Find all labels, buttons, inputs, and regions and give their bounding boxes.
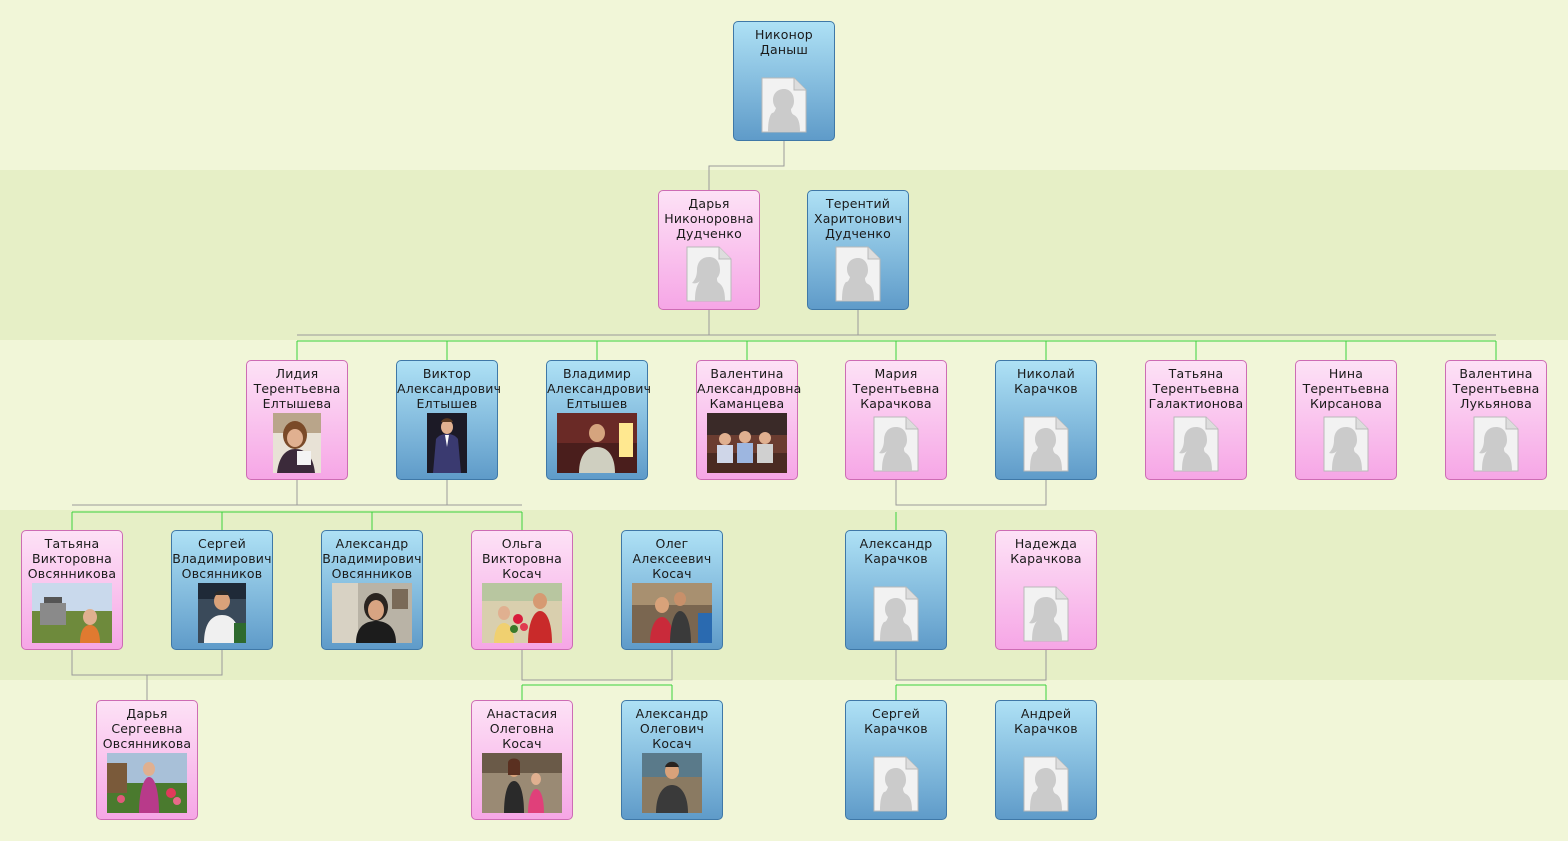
person-card-tatyana-viktorovna[interactable]: Татьяна Викторовна Овсянникова — [21, 530, 123, 650]
person-card-darya-sergeevna[interactable]: Дарья Сергеевна Овсянникова — [96, 700, 198, 820]
person-name: Владимир Александрович Елтышев — [547, 366, 652, 411]
photo-group-sofa — [707, 413, 787, 473]
person-name: Мария Терентьевна Карачкова — [852, 366, 940, 411]
person-card-nadezhda[interactable]: Надежда Карачкова — [995, 530, 1097, 650]
person-card-nikolay[interactable]: Николай Карачков — [995, 360, 1097, 480]
person-name: Андрей Карачков — [1014, 706, 1078, 736]
person-card-mariya[interactable]: Мария Терентьевна Карачкова — [845, 360, 947, 480]
person-card-viktor[interactable]: Виктор Александрович Елтышев — [396, 360, 502, 480]
generation-band-2 — [0, 170, 1568, 340]
silhouette-female-icon — [1006, 583, 1086, 643]
generation-band-5 — [0, 680, 1568, 841]
person-name: Александр Владимирович Овсянников — [322, 536, 422, 581]
person-name: Надежда Карачкова — [1010, 536, 1082, 566]
connector-line — [895, 684, 1047, 700]
connector-line — [297, 310, 1496, 336]
person-card-valentina-terentyevna[interactable]: Валентина Терентьевна Лукьянова — [1445, 360, 1547, 480]
photo-boy — [632, 753, 712, 813]
photo-man-room — [557, 413, 637, 473]
person-card-nikonor[interactable]: Никонор Даныш — [733, 21, 835, 141]
person-name: Александр Карачков — [859, 536, 933, 566]
person-name: Нина Терентьевна Кирсанова — [1302, 366, 1390, 411]
photo-man-suit — [407, 413, 487, 473]
person-name: Лидия Терентьевна Елтышева — [253, 366, 341, 411]
person-name: Татьяна Терентьевна Галактионова — [1148, 366, 1244, 411]
person-name: Сергей Карачков — [864, 706, 928, 736]
person-name: Сергей Владимирович Овсянников — [172, 536, 272, 581]
photo-outdoor-well — [32, 583, 112, 643]
silhouette-male-icon — [1006, 413, 1086, 473]
person-name: Анастасия Олеговна Косач — [486, 706, 558, 751]
person-card-anastasiya[interactable]: Анастасия Олеговна Косач — [471, 700, 573, 820]
silhouette-female-icon — [669, 243, 749, 303]
person-name: Валентина Терентьевна Лукьянова — [1452, 366, 1540, 411]
connector-line — [708, 141, 785, 190]
person-card-valentina-aleksandrovna[interactable]: Валентина Александровна Каманцева — [696, 360, 802, 480]
person-name: Виктор Александрович Елтышев — [397, 366, 502, 411]
person-name: Ольга Викторовна Косач — [482, 536, 562, 581]
person-card-sergey-vladimirovich[interactable]: Сергей Владимирович Овсянников — [171, 530, 273, 650]
connector-line — [895, 480, 1047, 506]
person-name: Терентий Харитонович Дудченко — [813, 196, 903, 241]
photo-man-indoor — [332, 583, 412, 643]
photo-couple — [632, 583, 712, 643]
person-name: Татьяна Викторовна Овсянникова — [27, 536, 117, 581]
person-card-oleg[interactable]: Олег Алексеевич Косач — [621, 530, 723, 650]
person-card-darya-nikonorovna[interactable]: Дарья Никоноровна Дудченко — [658, 190, 760, 310]
person-name: Олег Алексеевич Косач — [632, 536, 712, 581]
connector-line — [895, 650, 1047, 686]
silhouette-male-icon — [1006, 753, 1086, 813]
connector-line — [296, 340, 1497, 360]
photo-woman-child-flowers — [482, 583, 562, 643]
silhouette-male-icon — [818, 243, 898, 303]
person-card-olga[interactable]: Ольга Викторовна Косач — [471, 530, 573, 650]
connector-line — [72, 480, 522, 506]
silhouette-female-icon — [1456, 413, 1536, 473]
person-card-tatyana-terentyevna[interactable]: Татьяна Терентьевна Галактионова — [1145, 360, 1247, 480]
silhouette-female-icon — [1306, 413, 1386, 473]
silhouette-female-icon — [1156, 413, 1236, 473]
photo-woman-portrait — [257, 413, 337, 473]
person-card-nina[interactable]: Нина Терентьевна Кирсанова — [1295, 360, 1397, 480]
connector-line — [521, 650, 673, 686]
person-name: Дарья Никоноровна Дудченко — [664, 196, 754, 241]
photo-two-girls — [482, 753, 562, 813]
person-name: Никонор Даныш — [755, 27, 813, 57]
photo-girl-garden — [107, 753, 187, 813]
photo-man-white-shirt — [182, 583, 262, 643]
silhouette-female-icon — [856, 413, 936, 473]
person-name: Дарья Сергеевна Овсянникова — [102, 706, 192, 751]
person-card-aleksandr-olegovich[interactable]: Александр Олегович Косач — [621, 700, 723, 820]
person-name: Валентина Александровна Каманцева — [697, 366, 802, 411]
person-card-lidiya[interactable]: Лидия Терентьевна Елтышева — [246, 360, 348, 480]
person-card-terentiy[interactable]: Терентий Харитонович Дудченко — [807, 190, 909, 310]
silhouette-male-icon — [744, 74, 824, 134]
connector-line — [71, 650, 223, 700]
silhouette-male-icon — [856, 753, 936, 813]
person-card-sergey-karachkov[interactable]: Сергей Карачков — [845, 700, 947, 820]
person-card-aleksandr-vladimirovich[interactable]: Александр Владимирович Овсянников — [321, 530, 423, 650]
person-name: Александр Олегович Косач — [635, 706, 709, 751]
connector-line — [71, 511, 523, 530]
person-card-andrey[interactable]: Андрей Карачков — [995, 700, 1097, 820]
person-card-vladimir[interactable]: Владимир Александрович Елтышев — [546, 360, 652, 480]
connector-line — [521, 684, 673, 700]
person-card-aleksandr-karachkov[interactable]: Александр Карачков — [845, 530, 947, 650]
silhouette-male-icon — [856, 583, 936, 643]
person-name: Николай Карачков — [1014, 366, 1078, 396]
